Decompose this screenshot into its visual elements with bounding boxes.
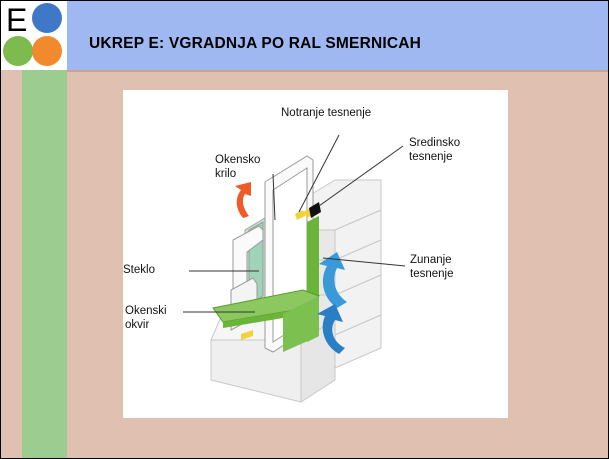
label-frame-1: Okenski (125, 305, 167, 317)
leader-lines (183, 134, 406, 313)
sidebar-stripe (22, 70, 67, 458)
label-middle-seal-1: Sredinsko (409, 137, 461, 149)
air-arrows-blue-icon (317, 252, 347, 354)
air-arrow-out-icon (235, 182, 251, 218)
logo-green-circle (3, 36, 33, 66)
sidebar (1, 1, 67, 458)
logo-orange-circle (32, 36, 62, 66)
label-inner-seal: Notranje tesnenje (281, 107, 372, 119)
label-frame-2: okvir (125, 319, 150, 331)
logo: E (1, 1, 67, 70)
inner-seal (295, 210, 305, 220)
label-outer-seal-1: Zunanje (410, 254, 452, 266)
logo-graphic: E (3, 2, 62, 66)
window-sill (212, 289, 320, 352)
diagram-graphic (183, 134, 406, 403)
label-sash-2: krilo (215, 168, 237, 180)
title-divider (67, 70, 608, 72)
window-installation-diagram: Notranje tesnenje Sredinsko tesnenje Oke… (123, 90, 508, 418)
label-glass: Steklo (123, 264, 155, 276)
logo-letter: E (6, 2, 27, 38)
title-bar: UKREP E: VGRADNJA PO RAL SMERNICAH (67, 1, 608, 70)
slide-title: UKREP E: VGRADNJA PO RAL SMERNICAH (89, 35, 422, 52)
label-sash-1: Okensko (215, 154, 261, 166)
label-outer-seal-2: tesnenje (410, 268, 454, 280)
logo-blue-circle (32, 3, 62, 33)
middle-seal-dark (309, 202, 321, 218)
label-middle-seal-2: tesnenje (409, 151, 453, 163)
